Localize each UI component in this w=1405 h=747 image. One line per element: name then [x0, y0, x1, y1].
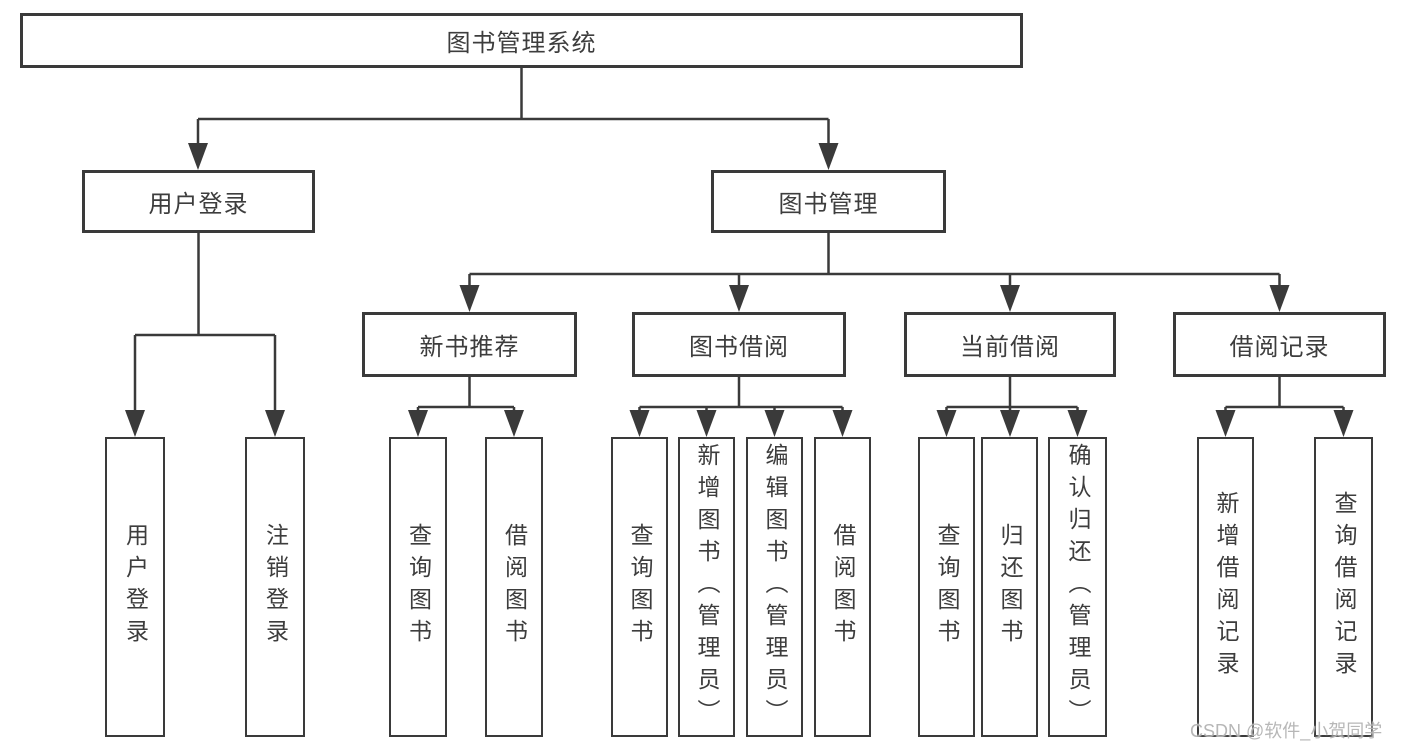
node-label: 归还图书 [997, 523, 1023, 651]
node-label: 新增借阅记录 [1213, 491, 1239, 683]
node-label: 用户登录 [148, 191, 249, 218]
node-label: 用户登录 [122, 523, 149, 651]
node-label: 查询图书 [405, 523, 432, 651]
node-borrow-records: 借阅记录 [1173, 312, 1386, 377]
node-user-login: 用户登录 [82, 170, 315, 233]
arrowheads [125, 143, 1354, 437]
node-label: 借阅图书 [501, 523, 528, 651]
leaf-borrow-books-2: 借阅图书 [814, 437, 871, 737]
node-label: 新增图书（管理员） [694, 443, 720, 731]
node-label: 编辑图书（管理员） [762, 443, 788, 731]
node-label: 查询图书 [934, 523, 960, 651]
leaf-borrow-books-1: 借阅图书 [485, 437, 543, 737]
node-label: 借阅图书 [830, 523, 856, 651]
leaf-query-books-2: 查询图书 [611, 437, 668, 737]
leaf-return-books: 归还图书 [981, 437, 1038, 737]
leaf-add-books-admin: 新增图书（管理员） [678, 437, 735, 737]
node-new-book-recommend: 新书推荐 [362, 312, 577, 377]
leaf-logout: 注销登录 [245, 437, 305, 737]
node-book-borrow: 图书借阅 [632, 312, 846, 377]
node-label: 新书推荐 [419, 334, 520, 361]
csdn-watermark: CSDN @软件_小贺同学 [1190, 721, 1383, 741]
leaf-add-borrow-record: 新增借阅记录 [1197, 437, 1254, 737]
leaf-query-books-1: 查询图书 [389, 437, 447, 737]
leaf-user-login: 用户登录 [105, 437, 165, 737]
node-label: 图书借阅 [689, 334, 789, 361]
node-library-management-system: 图书管理系统 [20, 13, 1023, 68]
leaf-edit-books-admin: 编辑图书（管理员） [746, 437, 803, 737]
node-label: 当前借阅 [960, 334, 1060, 361]
node-label: 图书管理 [778, 191, 879, 218]
node-label: 查询借阅记录 [1331, 491, 1357, 683]
node-label: 确认归还（管理员） [1065, 443, 1091, 731]
node-label: 借阅记录 [1229, 334, 1330, 361]
node-label: 注销登录 [262, 523, 289, 651]
node-label: 图书管理系统 [446, 30, 597, 57]
leaf-query-books-3: 查询图书 [918, 437, 975, 737]
leaf-query-borrow-record: 查询借阅记录 [1314, 437, 1373, 737]
leaf-confirm-return-admin: 确认归还（管理员） [1048, 437, 1107, 737]
node-book-management: 图书管理 [711, 170, 946, 233]
node-label: 查询图书 [627, 523, 653, 651]
node-current-borrow: 当前借阅 [904, 312, 1116, 377]
